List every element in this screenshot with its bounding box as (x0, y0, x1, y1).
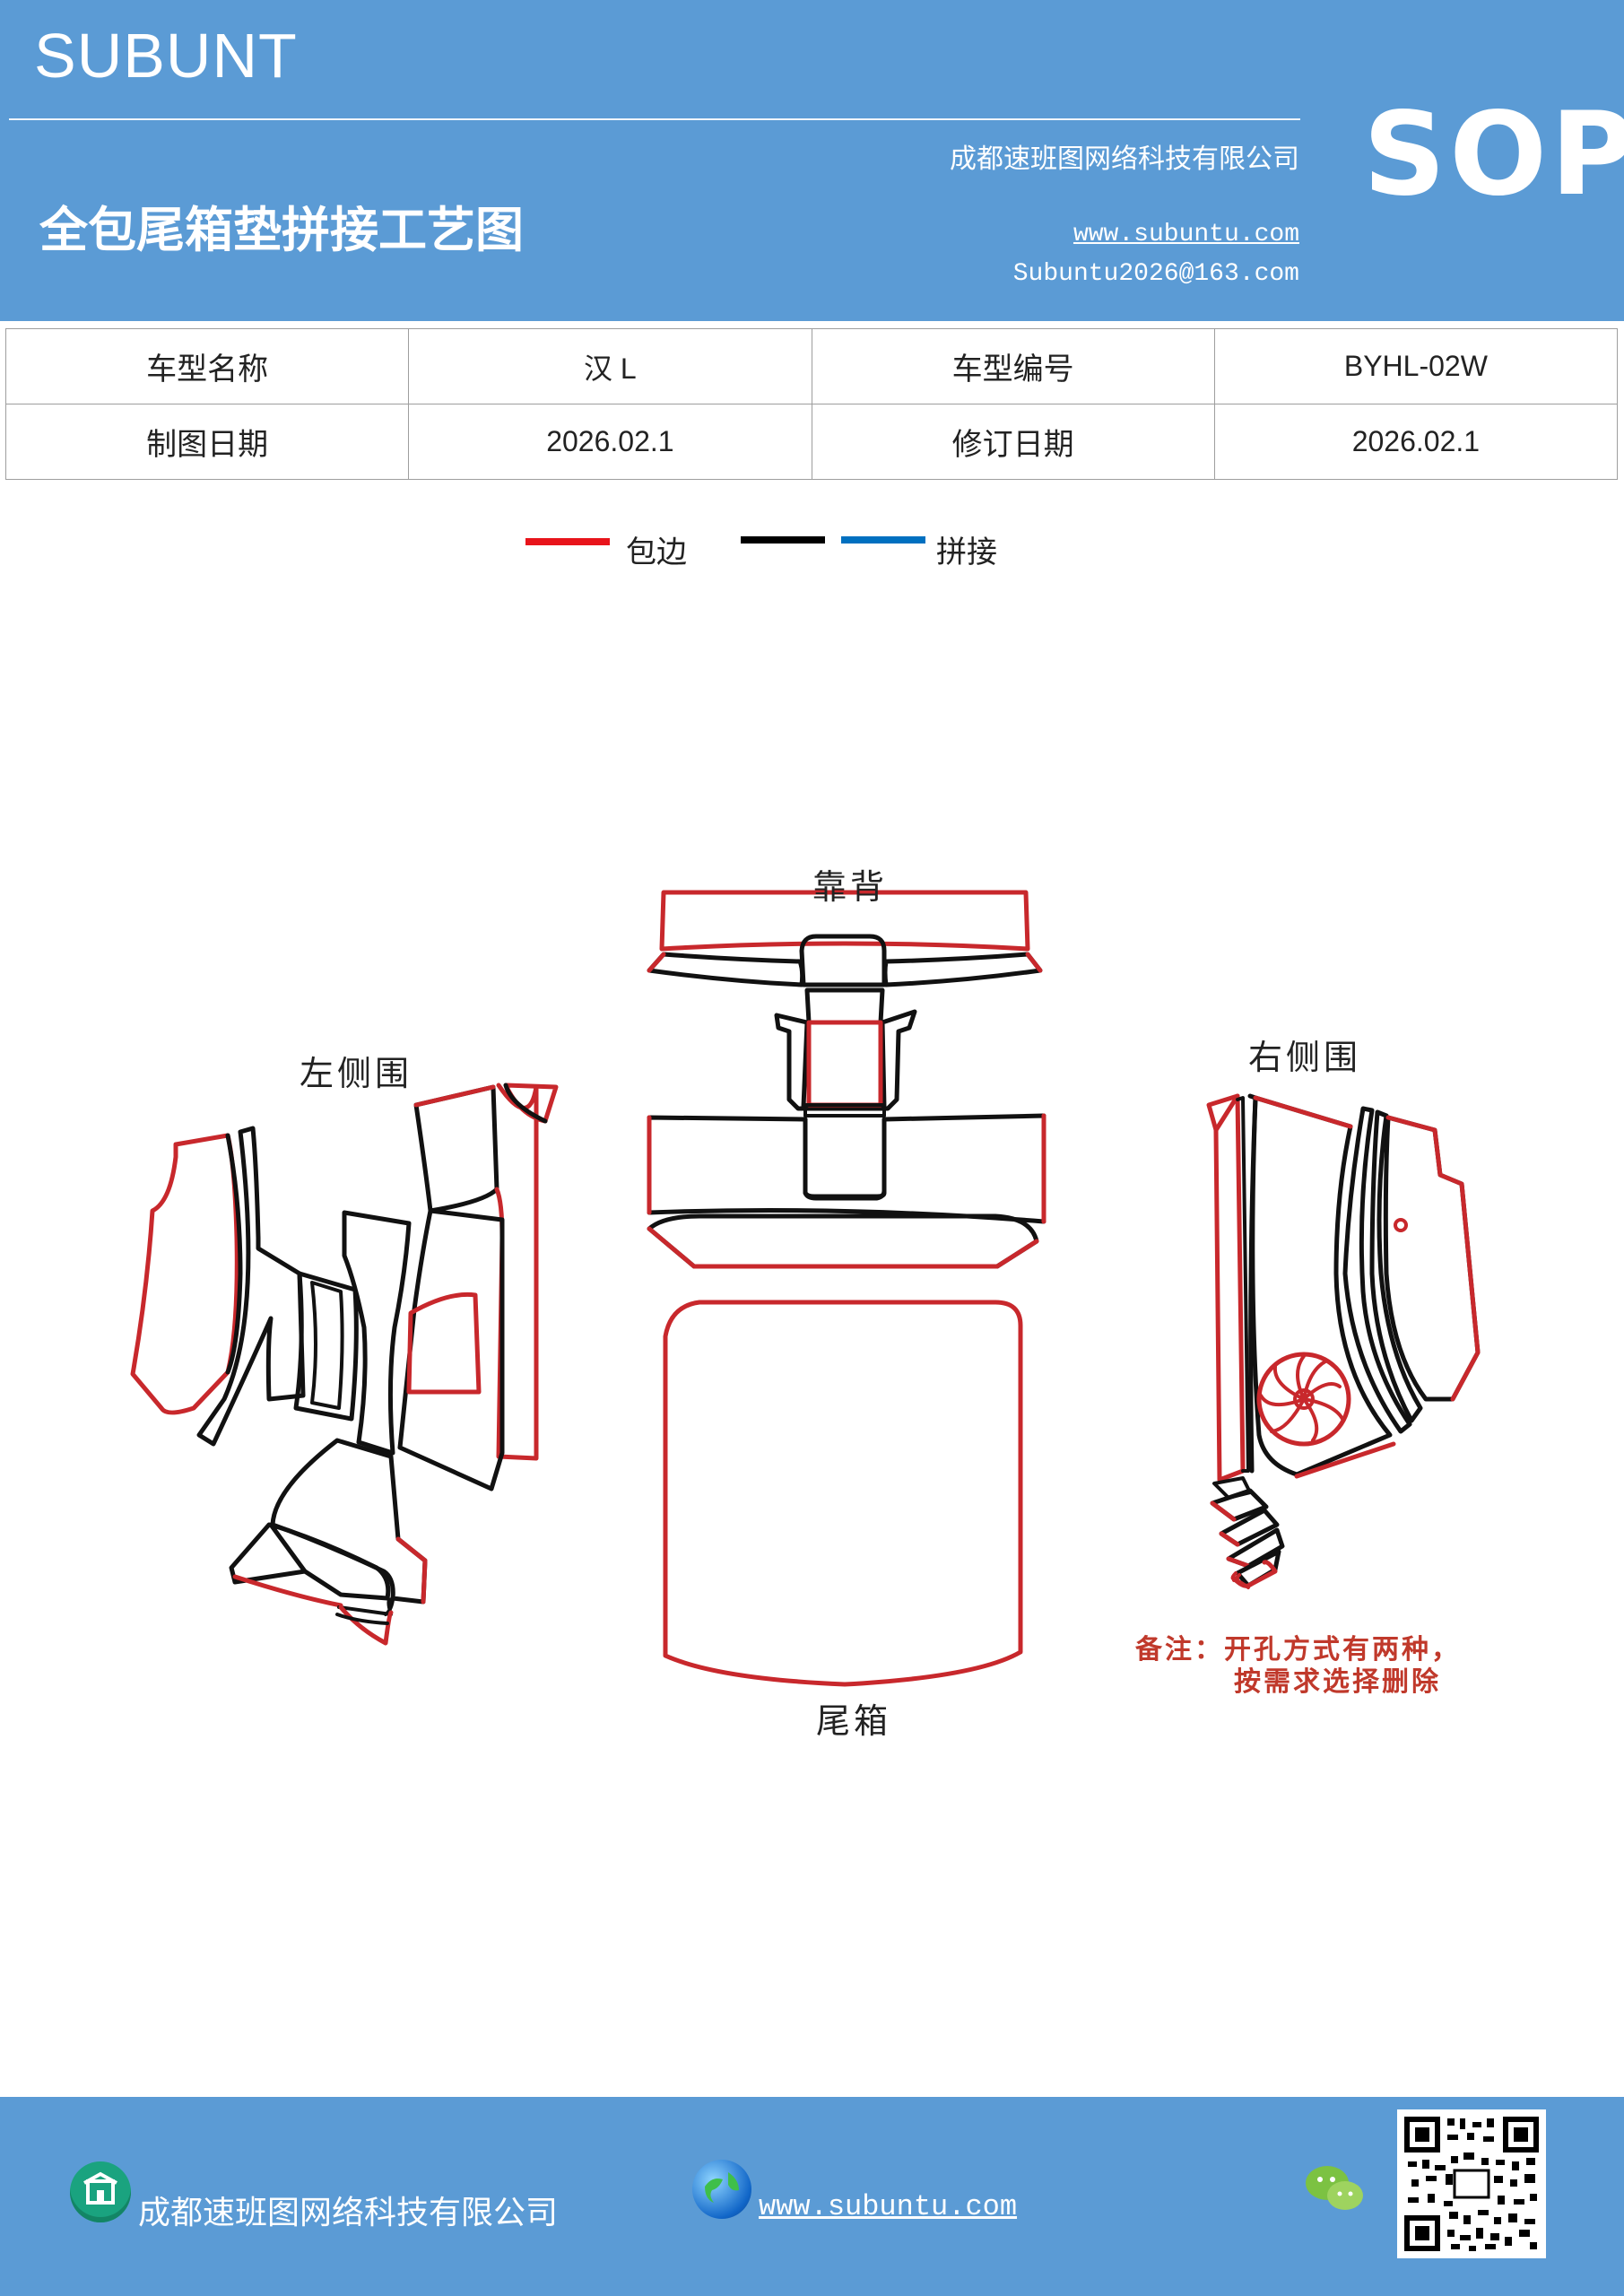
footer-banner: 成都速班图网络科技有限公司 www.subuntu.com (0, 2097, 1624, 2296)
legend-splice-swatch (841, 536, 925, 544)
perforation-rosette (1259, 1354, 1345, 1442)
right-side-label: 右侧围 (1248, 1038, 1362, 1077)
note-line-2: 按需求选择删除 (1234, 1666, 1441, 1698)
draw-date-value: 2026.02.1 (408, 404, 812, 480)
legend-hem-label: 包边 (626, 535, 687, 570)
building-icon (70, 2161, 131, 2222)
revise-date-label: 修订日期 (811, 404, 1215, 480)
middle-floor-pieces (647, 1113, 1046, 1269)
info-table: 车型名称 汉 L 车型编号 BYHL-02W 制图日期 2026.02.1 修订… (4, 328, 1619, 480)
footer-company: 成都速班图网络科技有限公司 (138, 2195, 559, 2231)
model-name-value: 汉 L (408, 328, 812, 404)
right-side-pieces (1206, 1093, 1481, 1589)
header-banner: SUBUNT 成都速班图网络科技有限公司 全包尾箱垫拼接工艺图 www.subu… (0, 0, 1624, 321)
brand-name: SUBUNT (34, 21, 298, 91)
legend-hem-swatch (525, 538, 610, 545)
note-line-1: 备注：开孔方式有两种， (1135, 1634, 1461, 1665)
trunk-label: 尾箱 (816, 1701, 892, 1741)
document-title: 全包尾箱垫拼接工艺图 (39, 201, 524, 258)
diagram-svg (130, 890, 1481, 1687)
trunk-floor-piece (663, 1300, 1023, 1687)
header-company: 成都速班图网络科技有限公司 (950, 144, 1299, 175)
legend: 包边 拼接 (0, 520, 1624, 574)
legend-splice-label: 拼接 (936, 535, 997, 570)
sop-badge: SOP (1363, 88, 1624, 222)
header-email[interactable]: Subuntu2026@163.com (1012, 260, 1299, 288)
revise-date-value: 2026.02.1 (1213, 404, 1619, 480)
table-row: 车型名称 汉 L 车型编号 BYHL-02W (4, 328, 1619, 404)
model-code-value: BYHL-02W (1213, 328, 1619, 404)
header-divider (9, 118, 1300, 120)
left-side-pieces (130, 1083, 559, 1646)
wechat-icon[interactable] (1304, 2161, 1367, 2215)
backrest-pieces (647, 890, 1043, 1118)
globe-icon (692, 2160, 751, 2219)
draw-date-label: 制图日期 (4, 404, 410, 480)
legend-black-swatch (741, 536, 825, 544)
table-row: 制图日期 2026.02.1 修订日期 2026.02.1 (4, 404, 1619, 480)
backrest-label: 靠背 (812, 867, 889, 907)
qr-code (1397, 2109, 1546, 2258)
model-name-label: 车型名称 (4, 328, 410, 404)
model-code-label: 车型编号 (811, 328, 1215, 404)
left-side-label: 左侧围 (300, 1054, 413, 1093)
trunk-mat-diagram: 靠背 左侧围 右侧围 尾箱 备注：开孔方式有两种， 按需求选择删除 (0, 574, 1624, 1776)
header-website-link[interactable]: www.subuntu.com (1073, 221, 1299, 248)
footer-website-link[interactable]: www.subuntu.com (759, 2190, 1018, 2223)
